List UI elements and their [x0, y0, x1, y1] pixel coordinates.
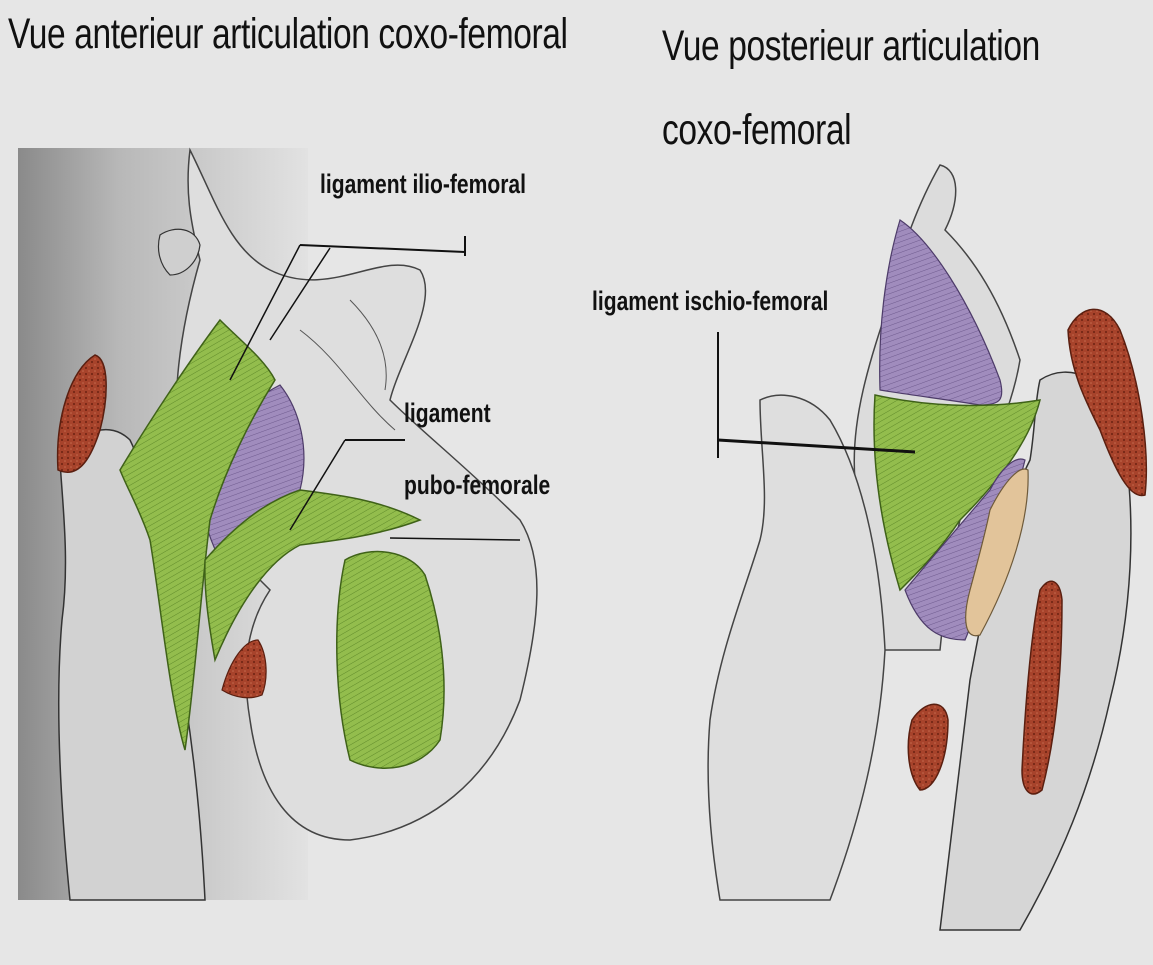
obturator-membrane [337, 552, 444, 769]
anterior-view-title: Vue anterieur articulation coxo-femoral [8, 8, 568, 60]
label-ilio-femoral-ligament: ligament ilio-femoral [320, 167, 526, 201]
anterior-view-drawing [18, 148, 537, 900]
label-ischio-femoral-ligament: ligament ischio-femoral [592, 284, 828, 318]
label-pubo-femoral-ligament-line2: pubo-femorale [404, 468, 550, 502]
label-pubo-femoral-ligament-line1: ligament [404, 396, 491, 430]
posterior-view-title-line1: Vue posterieur articulation [662, 20, 1040, 72]
posterior-lesser-trochanter-red [908, 704, 948, 790]
posterior-view-drawing [708, 165, 1146, 930]
posterior-view-title-line2: coxo-femoral [662, 104, 851, 156]
